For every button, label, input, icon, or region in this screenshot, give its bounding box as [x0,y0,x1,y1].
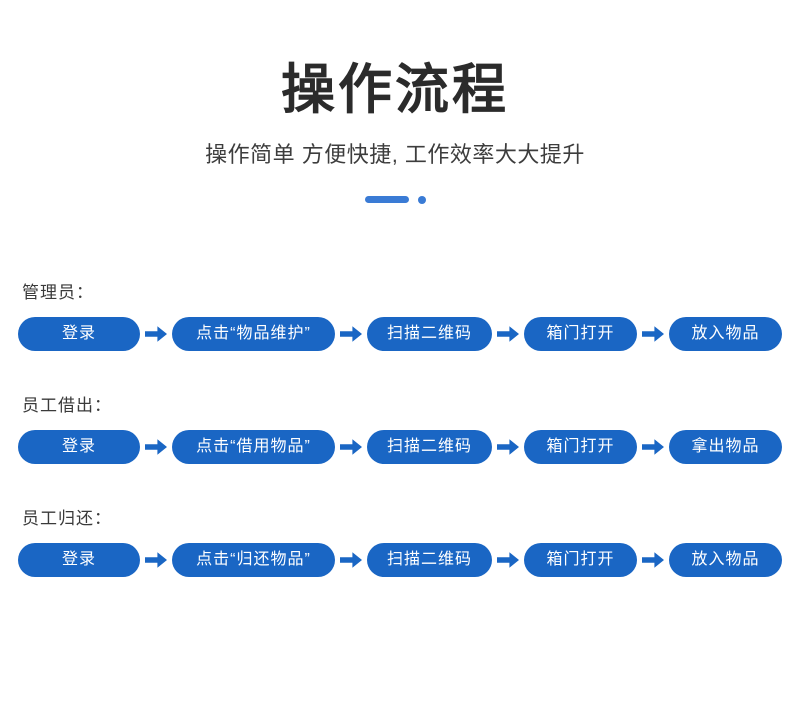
flow-steps-row: 登录 点击“物品维护” 扫描二维码 箱门打开 放入物品 [18,317,782,351]
flow-step-login[interactable]: 登录 [18,317,140,351]
arrow-right-icon [340,552,362,568]
flow-step-door[interactable]: 箱门打开 [524,543,637,577]
arrow-right-icon [497,552,519,568]
arrow-right-icon [642,439,664,455]
flow-group-employee-borrow: 员工借出： 登录 点击“借用物品” 扫描二维码 箱门打开 拿出物品 [0,391,790,504]
page-header: 操作流程 操作简单 方便快捷, 工作效率大大提升 [0,0,790,205]
flow-diagram: 管理员： 登录 点击“物品维护” 扫描二维码 箱门打开 放入物品 员工借出： 登… [0,278,790,617]
flow-step-login[interactable]: 登录 [18,543,140,577]
title-divider [0,195,790,205]
page-title: 操作流程 [281,60,509,120]
arrow-right-icon [340,326,362,342]
arrow-right-icon [497,439,519,455]
flow-step-final[interactable]: 拿出物品 [669,430,782,464]
flow-group-employee-return: 员工归还： 登录 点击“归还物品” 扫描二维码 箱门打开 放入物品 [0,504,790,617]
arrow-right-icon [497,326,519,342]
page-subtitle: 操作简单 方便快捷, 工作效率大大提升 [205,141,585,167]
arrow-right-icon [145,552,167,568]
flow-step-action[interactable]: 点击“归还物品” [172,543,335,577]
flow-step-door[interactable]: 箱门打开 [524,430,637,464]
arrow-right-icon [340,439,362,455]
flow-group-label: 员工归还： [22,509,112,528]
arrow-right-icon [642,552,664,568]
flow-step-final[interactable]: 放入物品 [669,317,782,351]
arrow-right-icon [642,326,664,342]
flow-step-scan[interactable]: 扫描二维码 [367,543,492,577]
flow-step-action[interactable]: 点击“借用物品” [172,430,335,464]
flow-steps-row: 登录 点击“归还物品” 扫描二维码 箱门打开 放入物品 [18,543,782,577]
flow-step-scan[interactable]: 扫描二维码 [367,317,492,351]
flow-step-action[interactable]: 点击“物品维护” [172,317,335,351]
flow-steps-row: 登录 点击“借用物品” 扫描二维码 箱门打开 拿出物品 [18,430,782,464]
arrow-right-icon [145,439,167,455]
flow-group-label: 管理员： [22,283,94,302]
flow-step-login[interactable]: 登录 [18,430,140,464]
flow-step-final[interactable]: 放入物品 [669,543,782,577]
flow-step-scan[interactable]: 扫描二维码 [367,430,492,464]
flow-group-label: 员工借出： [22,396,112,415]
flow-step-door[interactable]: 箱门打开 [524,317,637,351]
flow-group-admin: 管理员： 登录 点击“物品维护” 扫描二维码 箱门打开 放入物品 [0,278,790,391]
divider-dot-icon [417,195,426,204]
arrow-right-icon [145,326,167,342]
divider-bar-icon [364,196,409,204]
